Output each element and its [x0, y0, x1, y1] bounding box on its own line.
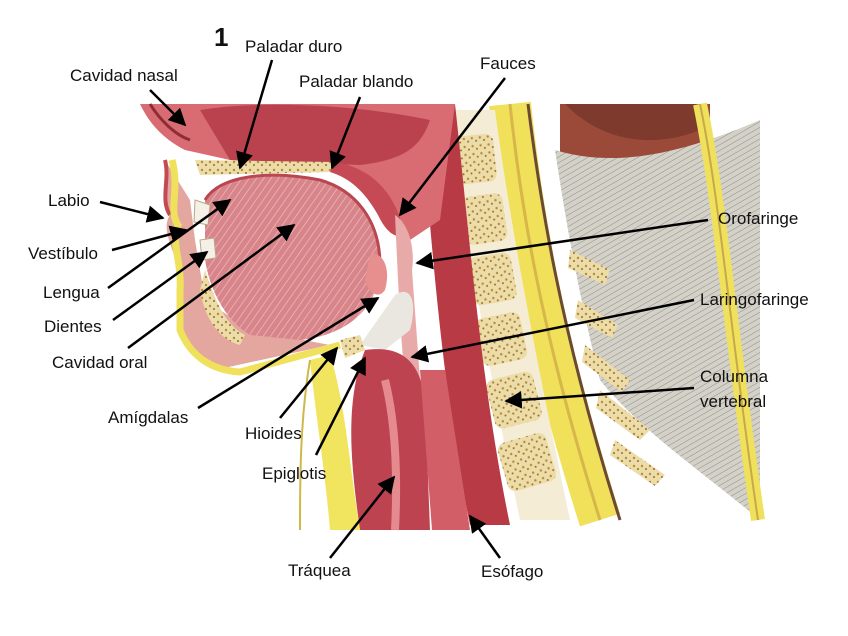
label-dientes: Dientes [44, 317, 102, 337]
label-orofaringe: Orofaringe [718, 209, 798, 229]
hyoid [340, 335, 365, 358]
label-vestibulo: Vestíbulo [28, 244, 98, 264]
label-cavidad-nasal: Cavidad nasal [70, 66, 178, 86]
label-labio: Labio [48, 191, 90, 211]
label-vertebral: vertebral [700, 392, 766, 412]
hard-palate [195, 160, 335, 175]
label-cavidad-oral: Cavidad oral [52, 353, 147, 373]
label-hioides: Hioides [245, 424, 302, 444]
leader-labio [100, 202, 163, 218]
label-epiglotis: Epiglotis [262, 464, 326, 484]
label-amigdalas: Amígdalas [108, 408, 188, 428]
label-paladar-duro: Paladar duro [245, 37, 342, 57]
label-fauces: Fauces [480, 54, 536, 74]
label-laringofaringe: Laringofaringe [700, 290, 809, 310]
figure-number: 1 [214, 22, 228, 53]
label-traquea: Tráquea [288, 561, 351, 581]
head-neck-section [140, 104, 760, 530]
label-paladar-blando: Paladar blando [299, 72, 413, 92]
label-esofago: Esófago [481, 562, 543, 582]
label-lengua: Lengua [43, 283, 100, 303]
label-columna: Columna [700, 367, 768, 387]
